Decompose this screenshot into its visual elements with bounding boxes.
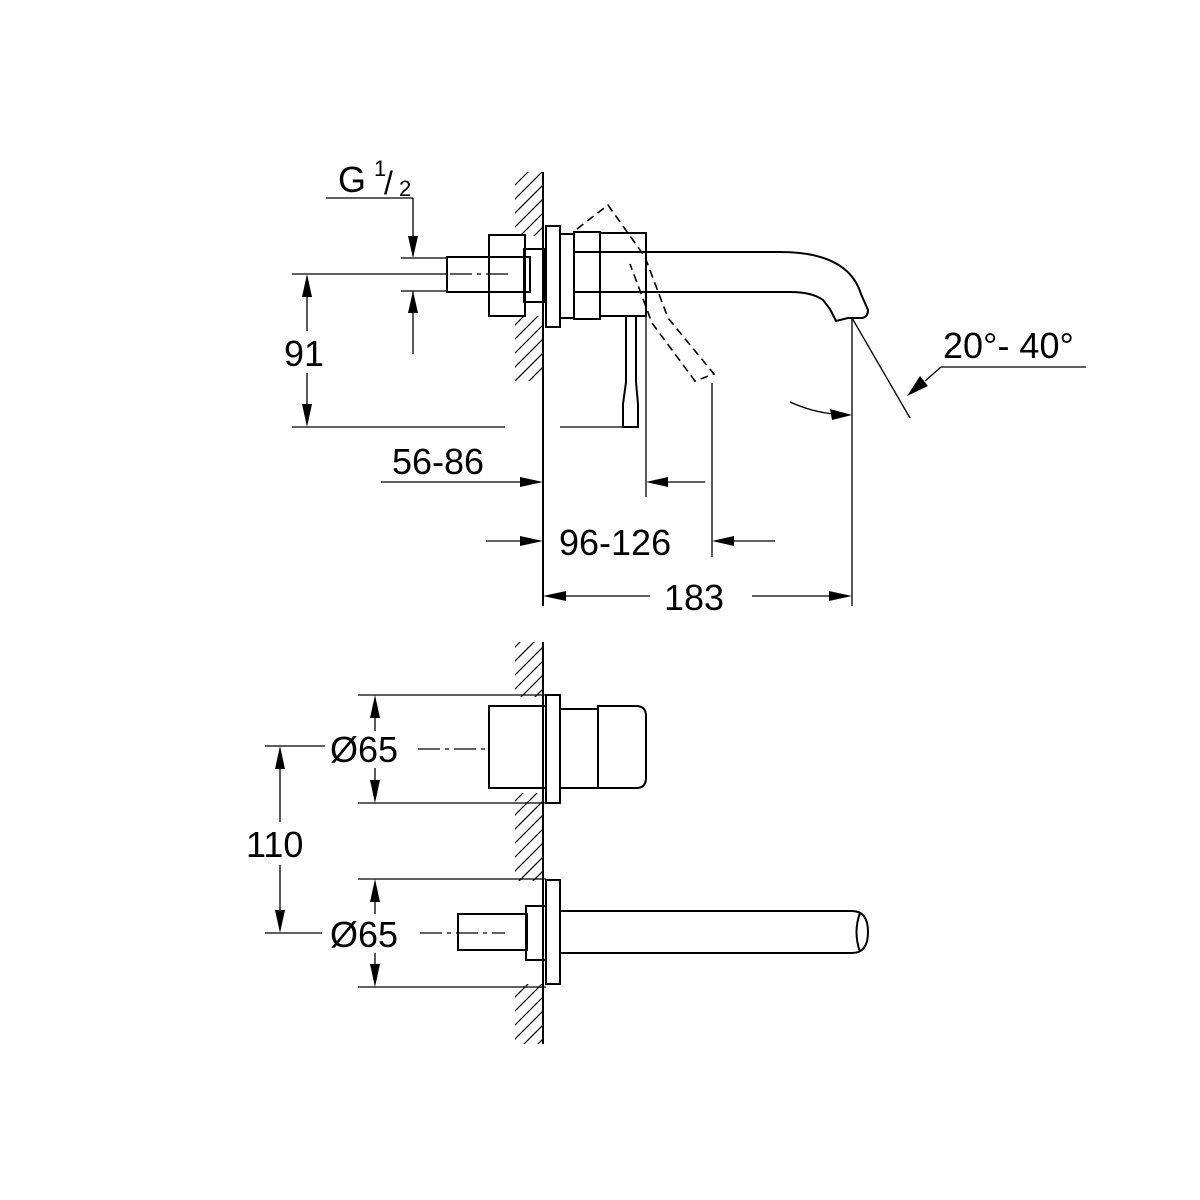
thread-label: G (338, 159, 366, 200)
depth-label: 56-86 (392, 441, 484, 482)
angle-label: 20°- 40° (943, 325, 1074, 366)
lever-handle-side (573, 203, 716, 428)
wall-section-bottom (515, 642, 544, 1044)
angle-dimension (789, 317, 1086, 420)
spout-side (574, 251, 870, 323)
spout-length-label: 183 (664, 577, 724, 618)
lever-range-dimension (486, 316, 775, 557)
spacing-dimension (265, 745, 325, 934)
diameter-top-dimension (358, 694, 546, 804)
lever-plan (418, 694, 647, 804)
diameter-top-label: Ø65 (330, 729, 398, 770)
thread-fraction-denominator: 2 (399, 176, 411, 201)
lever-range-label: 96-126 (559, 522, 671, 563)
diameter-bottom-label: Ø65 (330, 914, 398, 955)
valve-body-side (446, 225, 574, 328)
wall-section-top (515, 172, 544, 606)
side-elevation-view (292, 172, 1086, 606)
diameter-bottom-dimension (358, 878, 546, 988)
thread-fraction-numerator: 1 (374, 156, 386, 181)
spout-plan (420, 879, 870, 985)
spout-length-dimension (543, 318, 853, 606)
depth-dimension (381, 477, 543, 487)
spacing-label: 110 (246, 824, 303, 865)
top-plan-view (265, 642, 870, 1044)
height-label: 91 (284, 333, 324, 374)
height-dimension (292, 273, 638, 428)
thread-fraction-slash: / (384, 165, 393, 201)
thread-dimension (326, 197, 447, 354)
